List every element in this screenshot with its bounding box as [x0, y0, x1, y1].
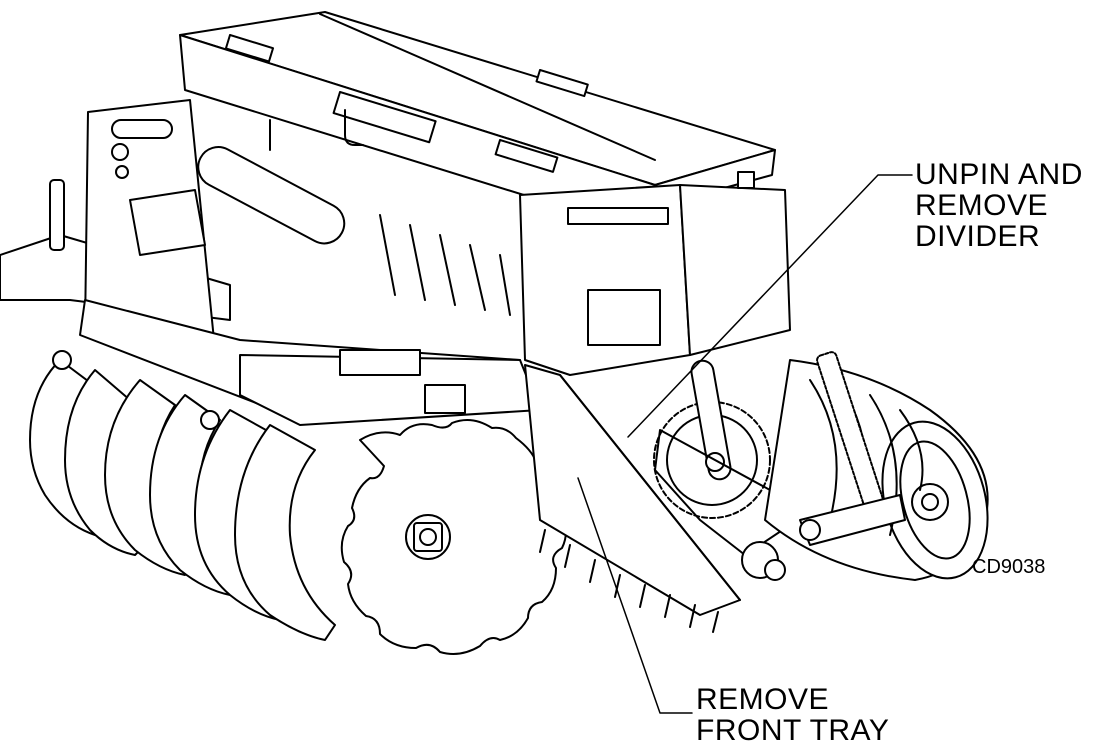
hitch-hole-2 — [115, 165, 129, 179]
housing-label-top — [567, 207, 669, 225]
callout-unpin-remove-divider: UNPIN AND REMOVE DIVIDER — [915, 159, 1083, 252]
lid-panel-1 — [224, 34, 275, 63]
callout-line: DIVIDER — [915, 220, 1041, 253]
front-disc — [340, 418, 567, 655]
housing-label-bottom — [587, 289, 661, 346]
callout-remove-front-tray: REMOVE FRONT TRAY — [696, 684, 889, 746]
packer-roller — [764, 351, 989, 581]
pivot-bolt-1 — [52, 350, 72, 370]
disc-hub-center — [419, 528, 437, 546]
callout-line: REMOVE — [696, 683, 830, 716]
roller-axle — [921, 493, 939, 511]
tray-tines — [539, 529, 719, 633]
disc-gang — [29, 359, 567, 655]
divider-leader-line — [627, 174, 913, 438]
pivot-bolt-2 — [200, 410, 220, 430]
seed-tubes — [379, 214, 511, 316]
drive-train — [653, 359, 809, 581]
callout-line: REMOVE — [915, 189, 1049, 222]
tray-edge — [559, 374, 741, 601]
hitch-hole-1 — [111, 143, 129, 161]
rear-disc-6 — [234, 424, 336, 641]
callout-line: UNPIN AND — [915, 158, 1083, 191]
lid-panel-4 — [535, 68, 589, 98]
hitch-frame — [0, 99, 541, 430]
tray-leader-line — [577, 477, 693, 714]
hitch-post — [49, 179, 65, 251]
front-tray — [524, 364, 741, 633]
hitch-tower-slot — [111, 119, 173, 139]
lid-latch — [344, 109, 364, 146]
lid-seam — [319, 13, 656, 161]
leader-lines — [577, 174, 913, 714]
idler-hub — [764, 559, 786, 581]
housing-side — [679, 184, 791, 356]
lid-panel-3 — [494, 139, 559, 173]
lid-panel-2 — [332, 91, 437, 144]
drive-housing — [519, 171, 791, 376]
callout-line: FRONT TRAY — [696, 714, 890, 747]
arm-pivot — [799, 519, 821, 541]
seed-box — [179, 11, 776, 316]
hitch-plate — [129, 189, 206, 256]
housing-cap — [737, 171, 755, 189]
beam-block — [339, 349, 421, 376]
tray-body — [524, 364, 741, 616]
beam-window — [424, 384, 466, 414]
figure-id: CD9038 — [972, 556, 1046, 578]
agitator-cylinder — [197, 146, 346, 245]
